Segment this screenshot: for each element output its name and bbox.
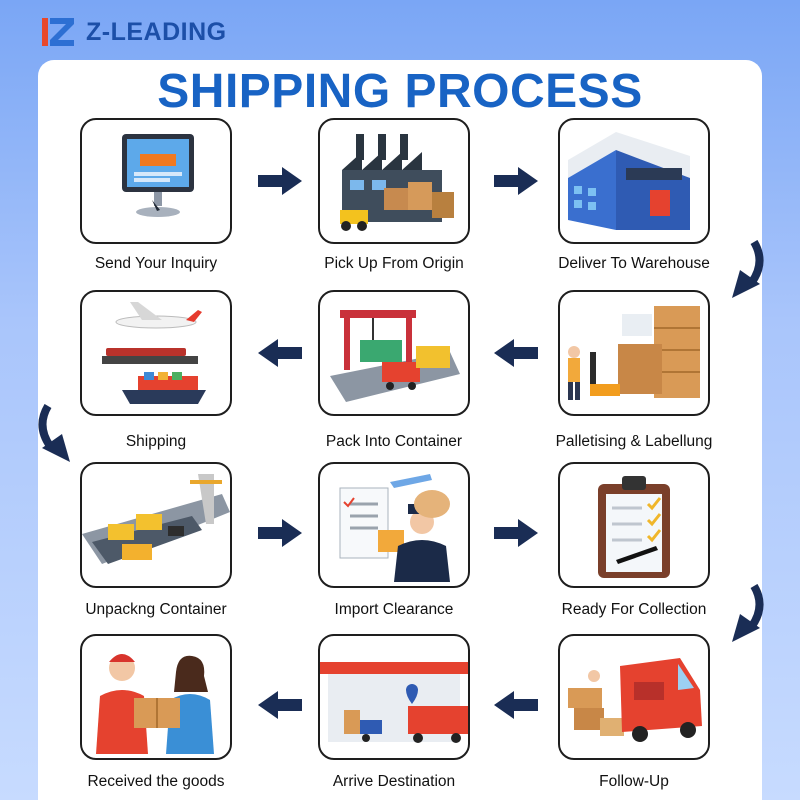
curved-arrow-down-left-icon	[732, 240, 764, 298]
container-crane-icon	[330, 310, 460, 402]
computer-order-icon	[122, 134, 194, 217]
warehouse-icon	[568, 132, 690, 230]
arrow-right-icon	[494, 167, 538, 195]
step-12-box	[80, 634, 232, 760]
step-7-box	[80, 462, 232, 588]
customs-officer-icon	[339, 474, 450, 582]
page-title: SHIPPING PROCESS	[157, 65, 643, 118]
step-7-label: Unpackng Container	[85, 601, 227, 618]
arrow-left-icon	[258, 691, 302, 719]
step-9-box	[558, 462, 710, 588]
step-3-label: Deliver To Warehouse	[558, 255, 710, 272]
arrow-left-icon	[494, 339, 538, 367]
arrow-left-icon	[494, 691, 538, 719]
step-8-label: Import Clearance	[334, 601, 454, 618]
step-4-box	[558, 290, 710, 416]
destination-warehouse-icon	[320, 662, 468, 743]
plane-train-ship-icon	[102, 302, 206, 404]
step-11-label: Arrive Destination	[332, 773, 456, 790]
step-2-box	[318, 118, 470, 244]
step-4-label: Palletising & Labellung	[555, 433, 713, 450]
step-9-label: Ready For Collection	[561, 601, 707, 618]
step-10-box	[558, 634, 710, 760]
z-leading-logo-icon	[42, 18, 74, 46]
pallet-jack-icon	[568, 306, 700, 400]
step-2-label: Pick Up From Origin	[324, 255, 464, 272]
step-5-box	[318, 290, 470, 416]
step-6-box	[80, 290, 232, 416]
step-1-box	[80, 118, 232, 244]
curved-arrow-down-right-icon	[38, 404, 70, 462]
arrow-right-icon	[258, 519, 302, 547]
step-10-label: Follow-Up	[599, 773, 669, 790]
step-12-label: Received the goods	[87, 773, 225, 790]
arrow-right-icon	[494, 519, 538, 547]
step-8-box	[318, 462, 470, 588]
step-6-label: Shipping	[125, 433, 187, 450]
cargo-ship-icon	[82, 474, 230, 564]
step-3-box	[558, 118, 710, 244]
delivery-van-icon	[568, 658, 702, 742]
curved-arrow-down-left-icon	[732, 584, 764, 642]
clipboard-checklist-icon	[598, 476, 670, 578]
brand-header: Z-LEADING	[40, 12, 227, 52]
handover-package-icon	[96, 654, 214, 754]
factory-forklift-icon	[340, 134, 454, 231]
arrow-right-icon	[258, 167, 302, 195]
step-11-box	[318, 634, 470, 760]
arrow-left-icon	[258, 339, 302, 367]
step-5-label: Pack Into Container	[325, 433, 463, 450]
step-1-label: Send Your Inquiry	[94, 255, 218, 272]
brand-name: Z-LEADING	[86, 17, 227, 46]
